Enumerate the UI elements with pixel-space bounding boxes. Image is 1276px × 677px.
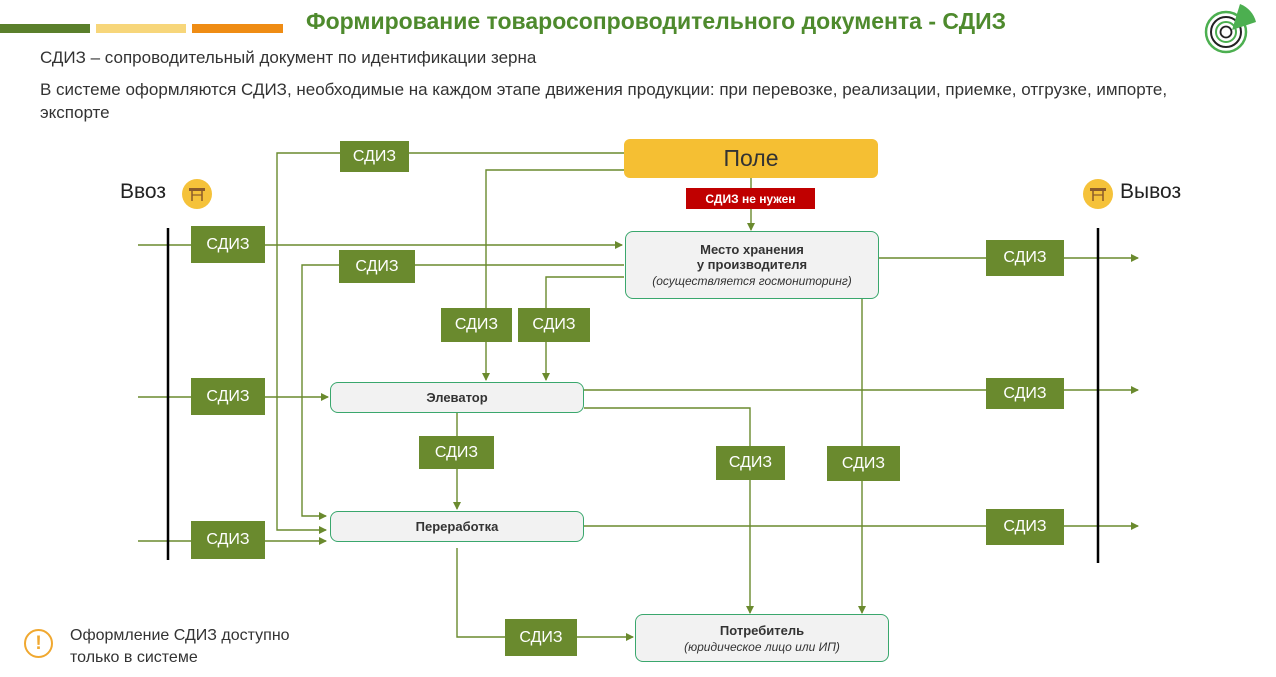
node-elevator: Элеватор bbox=[330, 382, 584, 413]
doc-tag-storage-processing: СДИЗ bbox=[339, 250, 415, 283]
warning-icon: ! bbox=[24, 629, 53, 658]
doc-tag-processing-consumer: СДИЗ bbox=[505, 619, 577, 656]
doc-tag-import-storage: СДИЗ bbox=[191, 226, 265, 263]
node-consumer: Потребитель (юридическое лицо или ИП) bbox=[635, 614, 889, 662]
import-label: Ввоз bbox=[120, 180, 166, 203]
edge-storage-processing bbox=[301, 264, 624, 520]
accent-bar-green bbox=[0, 24, 90, 33]
no-doc-badge: СДИЗ не нужен bbox=[686, 188, 815, 209]
logo-icon bbox=[1204, 4, 1256, 54]
description-text: В системе оформляются СДИЗ, необходимые … bbox=[40, 80, 1168, 122]
system-note: Оформление СДИЗ доступно только в систем… bbox=[70, 625, 290, 669]
definition-text: СДИЗ – сопроводительный документ по иден… bbox=[40, 48, 537, 67]
doc-tag-elevator-export: СДИЗ bbox=[986, 378, 1064, 409]
doc-tag-storage-consumer: СДИЗ bbox=[827, 446, 900, 481]
consumer-title: Потребитель bbox=[719, 622, 805, 638]
doc-tag-field-elevator: СДИЗ bbox=[441, 308, 512, 342]
edge-field-elevator bbox=[482, 169, 624, 381]
doc-tag-processing-export: СДИЗ bbox=[986, 509, 1064, 545]
storage-note: (осуществляется госмониторинг) bbox=[652, 274, 852, 288]
processing-title: Переработка bbox=[415, 519, 499, 534]
page-title: Формирование товаросопроводительного док… bbox=[306, 8, 1007, 34]
consumer-note: (юридическое лицо или ИП) bbox=[684, 639, 840, 654]
export-label: Вывоз bbox=[1120, 180, 1182, 203]
edge-storage-elevator bbox=[542, 276, 624, 381]
doc-tag-storage-elevator: СДИЗ bbox=[518, 308, 590, 342]
accent-bar-yellow bbox=[96, 24, 186, 33]
doc-tag-import-elevator: СДИЗ bbox=[191, 378, 265, 415]
note-line-2: только в системе bbox=[70, 649, 198, 666]
doc-tag-import-processing: СДИЗ bbox=[191, 521, 265, 559]
doc-tag-field-processing: СДИЗ bbox=[340, 141, 409, 172]
barrier-icon bbox=[182, 179, 212, 209]
edge-elevator-consumer bbox=[584, 407, 754, 614]
note-line-1: Оформление СДИЗ доступно bbox=[70, 627, 290, 644]
elevator-title: Элеватор bbox=[426, 390, 488, 405]
node-storage: Место хранения у производителя (осуществ… bbox=[625, 231, 879, 299]
node-field: Поле bbox=[624, 139, 878, 178]
accent-bar-orange bbox=[192, 24, 283, 33]
storage-title-2: у производителя bbox=[696, 257, 808, 272]
storage-title-1: Место хранения bbox=[700, 242, 804, 257]
doc-tag-elevator-consumer: СДИЗ bbox=[716, 446, 785, 480]
edge-field-processing bbox=[276, 152, 624, 534]
barrier-icon bbox=[1083, 179, 1113, 209]
doc-tag-elevator-processing: СДИЗ bbox=[419, 436, 494, 469]
node-processing: Переработка bbox=[330, 511, 584, 542]
doc-tag-storage-export: СДИЗ bbox=[986, 240, 1064, 276]
